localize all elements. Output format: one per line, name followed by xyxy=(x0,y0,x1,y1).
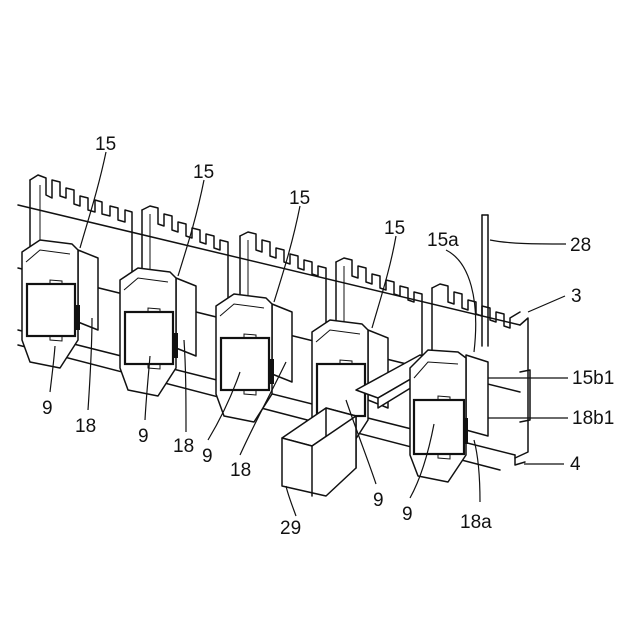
label-9-module-1: 9 xyxy=(42,398,53,419)
label-9-module-3: 9 xyxy=(202,446,213,467)
label-18b1: 18b1 xyxy=(572,408,614,429)
label-4: 4 xyxy=(570,454,581,475)
label-18-module-3: 18 xyxy=(230,460,251,481)
label-15b1: 15b1 xyxy=(572,368,614,389)
pin-28 xyxy=(482,215,488,346)
label-29: 29 xyxy=(280,518,301,539)
label-15-module-2: 15 xyxy=(193,162,214,183)
label-18-module-2: 18 xyxy=(173,436,194,457)
label-18-module-1: 18 xyxy=(75,416,96,437)
label-3: 3 xyxy=(571,286,582,307)
label-18a: 18a xyxy=(460,512,492,533)
label-9-module-5: 9 xyxy=(402,504,413,525)
module-1 xyxy=(22,240,98,368)
label-15-module-3: 15 xyxy=(289,188,310,209)
label-9-module-2: 9 xyxy=(138,426,149,447)
label-9-module-4: 9 xyxy=(373,490,384,511)
label-28: 28 xyxy=(570,235,591,256)
label-15-module-1: 15 xyxy=(95,134,116,155)
module-2 xyxy=(120,268,196,396)
module-5 xyxy=(410,350,488,482)
label-15a: 15a xyxy=(427,230,459,251)
label-15-module-4: 15 xyxy=(384,218,405,239)
